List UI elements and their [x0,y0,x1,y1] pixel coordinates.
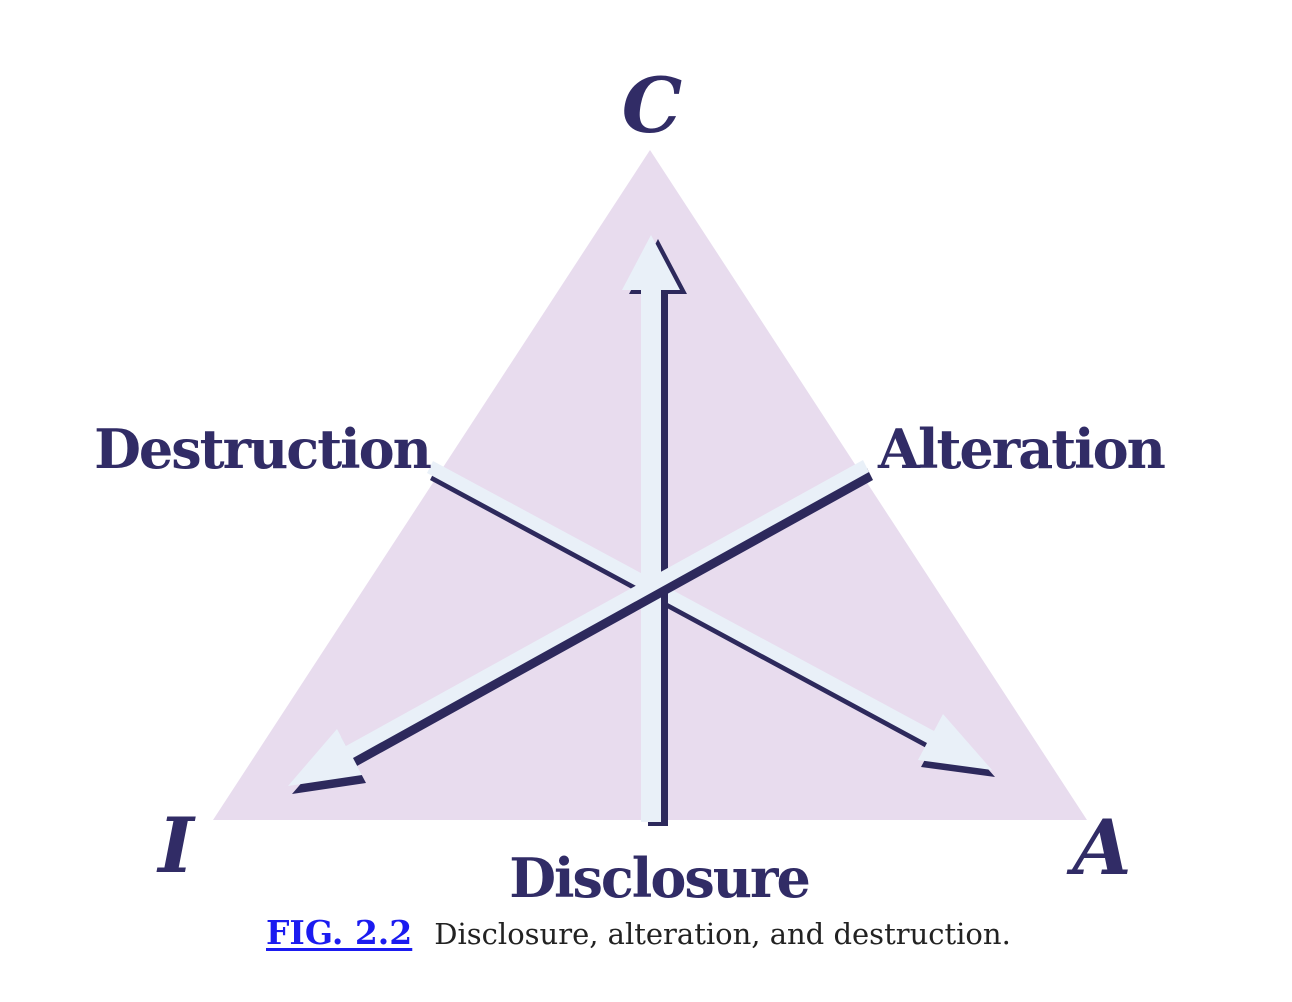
destruction-label: Destruction [94,417,432,481]
alteration-label: Alteration [878,417,1166,481]
alteration-arrow [288,460,873,794]
figure-caption: FIG. 2.2 Disclosure, alteration, and dest… [266,912,1011,955]
figure-caption-link[interactable]: FIG. 2.2 [266,913,413,952]
figure-caption-text: Disclosure, alteration, and destruction. [434,917,1011,951]
vertex-i-label: I [158,801,194,890]
destruction-arrow [427,461,995,777]
disclosure-arrow [622,235,687,826]
vertex-c-label: C [621,61,683,150]
vertex-a-label: A [1072,803,1132,892]
disclosure-label: Disclosure [509,846,811,910]
